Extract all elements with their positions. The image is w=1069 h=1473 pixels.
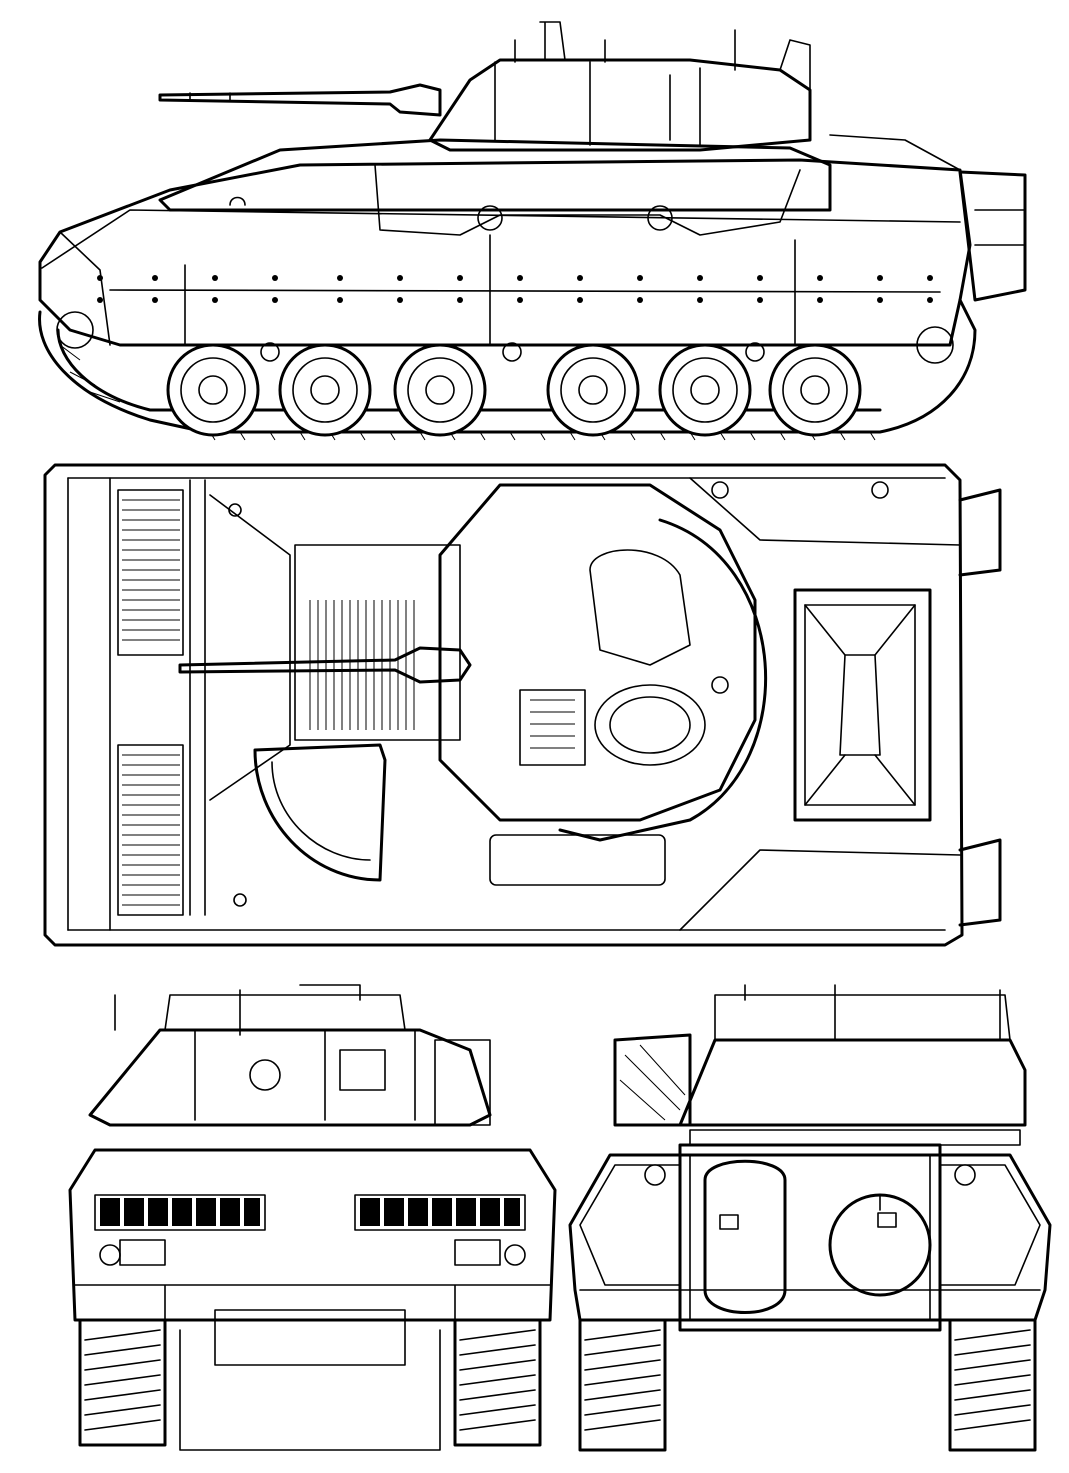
rear-stowage-bag [613, 1033, 692, 1127]
side-view [38, 21, 1027, 441]
top-main-gun [178, 646, 472, 684]
side-main-gun [158, 83, 442, 117]
front-hull [68, 1148, 557, 1322]
side-road-wheels [166, 343, 862, 437]
front-turret [88, 1028, 492, 1127]
rear-turret [678, 1038, 1027, 1127]
top-hull-outline [43, 463, 964, 947]
rear-hull [568, 1153, 1052, 1322]
front-armor-blocks [100, 1198, 520, 1226]
top-turret [438, 483, 757, 822]
side-turret [428, 58, 812, 152]
top-engine-grilles [117, 489, 184, 916]
front-view [68, 984, 557, 1451]
side-hull-bolts [97, 275, 933, 303]
rear-ramp [678, 1143, 942, 1332]
rear-ramp-door [703, 1159, 787, 1314]
top-troop-hatch [793, 588, 932, 822]
top-view [43, 463, 1002, 947]
rear-view [568, 984, 1052, 1452]
